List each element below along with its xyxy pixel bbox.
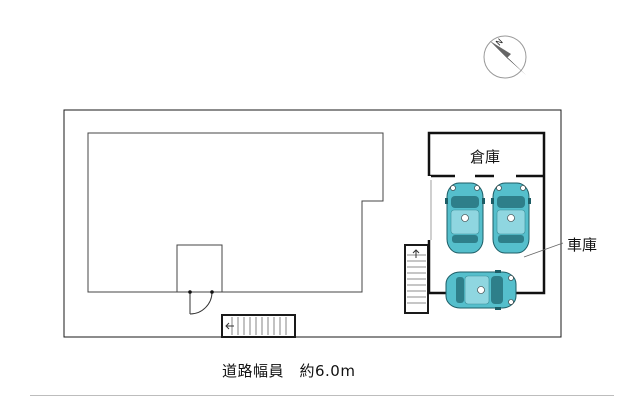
footer-divider (30, 395, 614, 396)
car-icon (445, 269, 517, 311)
house-outline (87, 132, 384, 293)
storage-doors (455, 174, 516, 178)
north-arrow-icon: N (483, 35, 527, 79)
garage-leader-line (523, 242, 564, 258)
site-boundary (63, 109, 562, 338)
front-steps (221, 314, 296, 338)
car-icon (444, 182, 486, 254)
svg-text:N: N (494, 37, 505, 48)
side-steps (404, 244, 429, 314)
storage-label: 倉庫 (470, 148, 501, 166)
road-width-label: 道路幅員 約6.0m (222, 362, 356, 380)
garage-label: 車庫 (567, 236, 598, 254)
car-icon (490, 182, 532, 254)
entrance-porch (176, 244, 223, 293)
door-swing-icon (188, 290, 214, 315)
